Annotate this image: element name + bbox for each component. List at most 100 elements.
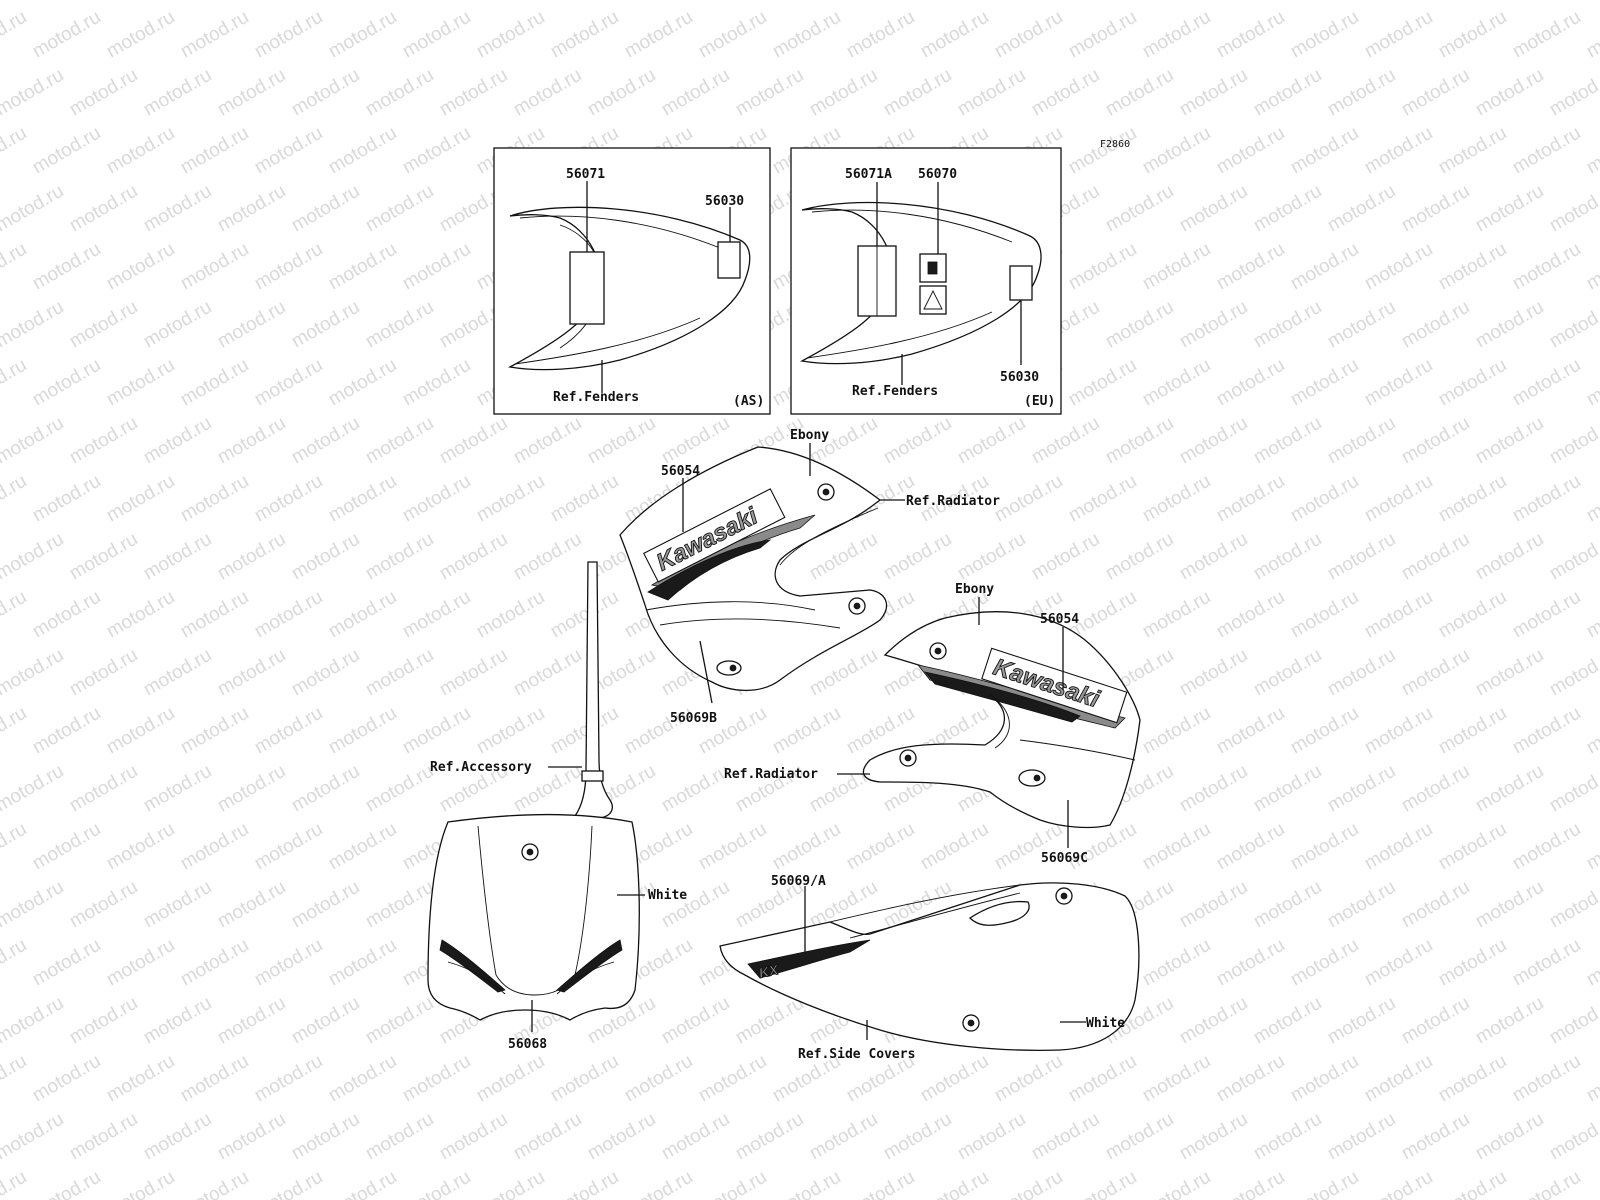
watermark-text: motod.ru <box>473 1167 548 1200</box>
watermark-text: motod.ru <box>769 7 844 63</box>
label-ref-radiator-right: Ref.Radiator <box>724 767 818 782</box>
watermark-text: motod.ru <box>0 297 67 353</box>
watermark-text: motod.ru <box>1546 65 1600 121</box>
watermark-text: motod.ru <box>1472 297 1547 353</box>
label-ebony-left: Ebony <box>790 428 829 443</box>
watermark-text: motod.ru <box>658 761 733 817</box>
watermark-text: motod.ru <box>1176 993 1251 1049</box>
watermark-text: motod.ru <box>1435 1167 1510 1200</box>
watermark-text: motod.ru <box>695 1051 770 1107</box>
watermark-text: motod.ru <box>140 65 215 121</box>
watermark-text: motod.ru <box>991 7 1066 63</box>
decal-56030-as <box>717 241 741 279</box>
watermark-text: motod.ru <box>0 935 30 991</box>
watermark-text: motod.ru <box>1472 529 1547 585</box>
watermark-text: motod.ru <box>399 123 474 179</box>
watermark-text: motod.ru <box>177 7 252 63</box>
watermark-text: motod.ru <box>843 1167 918 1200</box>
watermark-text: motod.ru <box>288 0 363 4</box>
watermark-text: motod.ru <box>325 819 400 875</box>
watermark-text: motod.ru <box>806 65 881 121</box>
watermark-text: motod.ru <box>1176 1109 1251 1165</box>
watermark-text: motod.ru <box>140 181 215 237</box>
watermark-text: motod.ru <box>658 877 733 933</box>
watermark-text: motod.ru <box>1028 413 1103 469</box>
watermark-text: motod.ru <box>1546 645 1600 701</box>
vent-slot <box>968 900 1030 926</box>
watermark-text: motod.ru <box>1324 297 1399 353</box>
watermark-text: motod.ru <box>1102 181 1177 237</box>
watermark-text: motod.ru <box>362 297 437 353</box>
watermark-text: motod.ru <box>140 413 215 469</box>
watermark-text: motod.ru <box>1028 65 1103 121</box>
watermark-text: motod.ru <box>510 645 585 701</box>
watermark-text: motod.ru <box>251 471 326 527</box>
decal-56071 <box>569 251 605 325</box>
kx-logo: KX <box>757 961 781 981</box>
watermark-text: motod.ru <box>732 0 807 4</box>
watermark-text: motod.ru <box>103 703 178 759</box>
watermark-text: motod.ru <box>1065 123 1140 179</box>
watermark-text: motod.ru <box>436 413 511 469</box>
side-cover: KX <box>719 882 1140 1051</box>
watermark-text: motod.ru <box>214 413 289 469</box>
watermark-text: motod.ru <box>103 819 178 875</box>
watermark-text: motod.ru <box>1176 0 1251 4</box>
label-56030-eu: 56030 <box>1000 370 1039 385</box>
watermark-text: motod.ru <box>1361 471 1436 527</box>
watermark-text: motod.ru <box>0 239 30 295</box>
watermark-text: motod.ru <box>1472 761 1547 817</box>
watermark-text: motod.ru <box>880 65 955 121</box>
watermark-text: motod.ru <box>251 239 326 295</box>
watermark-text: motod.ru <box>1324 877 1399 933</box>
watermark-text: motod.ru <box>177 587 252 643</box>
watermark-text: motod.ru <box>547 587 622 643</box>
watermark-text: motod.ru <box>140 993 215 1049</box>
label-ref-accessory: Ref.Accessory <box>430 760 532 775</box>
watermark-text: motod.ru <box>1583 7 1600 63</box>
watermark-text: motod.ru <box>251 7 326 63</box>
watermark-text: motod.ru <box>325 703 400 759</box>
watermark-text: motod.ru <box>29 123 104 179</box>
watermark-text: motod.ru <box>399 703 474 759</box>
watermark-text: motod.ru <box>1583 587 1600 643</box>
watermark-text: motod.ru <box>362 1109 437 1165</box>
watermark-text: motod.ru <box>1028 1109 1103 1165</box>
watermark-text: motod.ru <box>1287 239 1362 295</box>
watermark-text: motod.ru <box>325 471 400 527</box>
watermark-text: motod.ru <box>140 0 215 4</box>
watermark-text: motod.ru <box>1102 1109 1177 1165</box>
watermark-text: motod.ru <box>1546 181 1600 237</box>
watermark-text: motod.ru <box>66 297 141 353</box>
watermark-text: motod.ru <box>362 645 437 701</box>
watermark-text: motod.ru <box>436 0 511 4</box>
watermark-text: motod.ru <box>29 1167 104 1200</box>
watermark-text: motod.ru <box>695 819 770 875</box>
watermark-text: motod.ru <box>103 587 178 643</box>
watermark-text: motod.ru <box>251 1051 326 1107</box>
watermark-text: motod.ru <box>177 1167 252 1200</box>
watermark-text: motod.ru <box>251 703 326 759</box>
watermark-text: motod.ru <box>399 587 474 643</box>
watermark-text: motod.ru <box>658 65 733 121</box>
watermark-text: motod.ru <box>1287 471 1362 527</box>
rear-fender-eu <box>800 201 1042 365</box>
watermark-text: motod.ru <box>1583 355 1600 411</box>
watermark-text: motod.ru <box>288 645 363 701</box>
watermark-text: motod.ru <box>214 297 289 353</box>
watermark-text: motod.ru <box>1250 529 1325 585</box>
watermark-text: motod.ru <box>362 877 437 933</box>
watermark-text: motod.ru <box>177 355 252 411</box>
watermark-text: motod.ru <box>214 1109 289 1165</box>
watermark-text: motod.ru <box>0 645 67 701</box>
watermark-text: motod.ru <box>510 65 585 121</box>
watermark-text: motod.ru <box>1398 413 1473 469</box>
watermark-text: motod.ru <box>1250 761 1325 817</box>
watermark-text: motod.ru <box>621 1167 696 1200</box>
watermark-text: motod.ru <box>214 645 289 701</box>
watermark-text: motod.ru <box>1583 935 1600 991</box>
watermark-text: motod.ru <box>1472 645 1547 701</box>
watermark-text: motod.ru <box>436 645 511 701</box>
watermark-text: motod.ru <box>1324 645 1399 701</box>
watermark-text: motod.ru <box>1102 0 1177 4</box>
